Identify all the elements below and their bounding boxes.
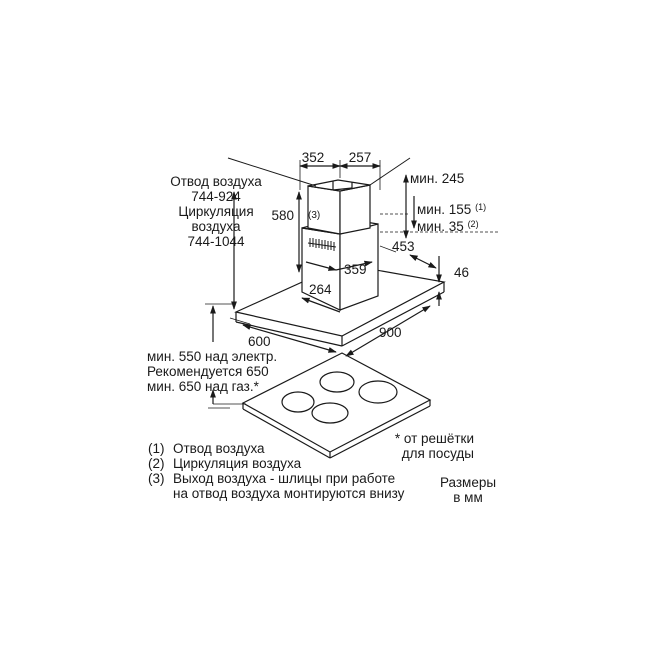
left-label-exhaust-range: 744-924: [191, 189, 241, 204]
legend-num: (1): [148, 441, 165, 456]
legend-text: Циркуляция воздуха: [173, 456, 302, 471]
left-label-recirc-2: воздуха: [191, 219, 241, 234]
left-label-recirc-range: 744-1044: [187, 234, 245, 249]
burner-front: [311, 402, 349, 424]
air-outlet-slots: [307, 238, 337, 251]
legend-text: Выход воздуха - шлицы при работе: [173, 471, 396, 486]
dimension-359: 359: [344, 262, 367, 277]
burner-top-left: [319, 371, 355, 393]
clearance-electric: мин. 550 над электр.: [147, 349, 278, 364]
grate-note-line1: * от решётки: [394, 431, 474, 446]
clearance-labels: мин. 550 над электр. Рекомендуется 650 м…: [147, 349, 277, 394]
dimension-264: 264: [309, 282, 332, 297]
chimney-upper: [307, 179, 371, 235]
legend-num: [148, 486, 173, 501]
cooktop: [241, 352, 432, 459]
legend-text: на отвод воздуха монтируются внизу: [173, 486, 405, 501]
dimension-600: 600: [248, 334, 271, 349]
units-line1: Размеры: [439, 475, 497, 490]
min-35-value: мин. 35: [417, 219, 464, 234]
burner-left: [281, 391, 315, 413]
left-label-exhaust: Отвод воздуха: [170, 174, 262, 189]
label-outlet-marker: (3): [308, 210, 321, 221]
min-35-note: (2): [467, 219, 479, 229]
clearance-gas: мин. 650 над газ.*: [147, 379, 259, 394]
dimension-352: 352: [301, 150, 325, 165]
clearance-recommended: Рекомендуется 650: [147, 364, 269, 379]
dimension-453: 453: [392, 239, 415, 254]
legend-num: (2): [148, 456, 165, 471]
units-line2: в мм: [453, 490, 483, 505]
left-labels: Отвод воздуха 744-924 Циркуляция воздуха…: [160, 174, 272, 249]
grate-note-line2: для посуды: [401, 446, 474, 461]
dimension-580: 580: [271, 208, 294, 223]
legend-text: Отвод воздуха: [173, 441, 265, 456]
dimension-900: 900: [379, 325, 402, 340]
left-label-recirc: Циркуляция: [178, 204, 254, 219]
min-155-note: (1): [475, 202, 487, 212]
dimension-46: 46: [454, 265, 470, 280]
units-note: Размеры в мм: [436, 475, 500, 505]
legend-item: на отвод воздуха монтируются внизу: [148, 486, 404, 501]
grate-note: * от решётки для посуды: [374, 431, 474, 461]
burner-top-right: [358, 380, 398, 404]
min-155-value: мин. 155: [417, 202, 472, 217]
legend-item: (3) Выход воздуха - шлицы при работе: [148, 471, 404, 486]
dimension-257: 257: [348, 150, 372, 165]
legend: (1) Отвод воздуха (2) Циркуляция воздуха…: [148, 441, 404, 501]
legend-num: (3): [148, 471, 165, 486]
legend-item: (2) Циркуляция воздуха: [148, 456, 404, 471]
dimension-min-35: мин. 35 (2): [417, 217, 479, 234]
dimension-min-245: мин. 245: [410, 171, 465, 186]
legend-item: (1) Отвод воздуха: [148, 441, 404, 456]
dimension-min-155: мин. 155 (1): [417, 200, 486, 217]
